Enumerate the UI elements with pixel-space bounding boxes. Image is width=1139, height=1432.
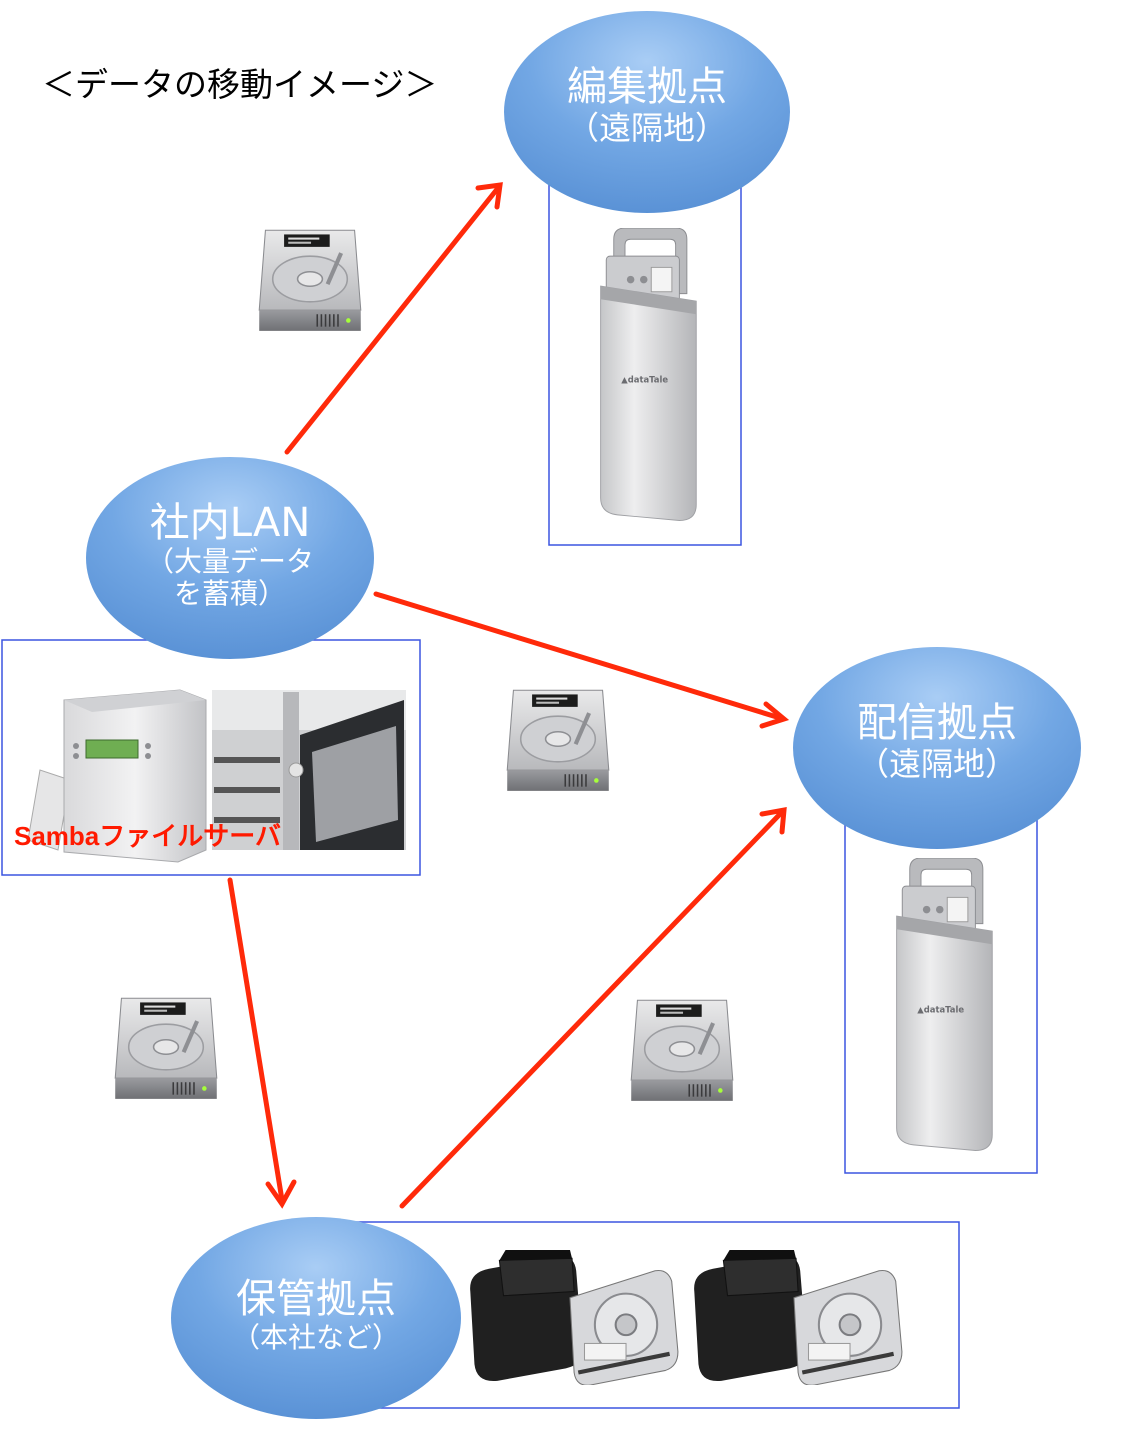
node-edit-main: 編集拠点 (567, 64, 727, 110)
arrow-lan-to-delivery (373, 591, 783, 721)
node-delivery-ellipse (793, 647, 1081, 849)
portable-drive-icon (896, 858, 993, 1151)
node-edit-ellipse (504, 11, 790, 213)
arrow-storage-to-delivery (399, 809, 785, 1209)
arrow-server-to-storage (227, 877, 285, 1203)
node-lan-main: 社内LAN (149, 500, 311, 546)
hard-disk-icon (115, 998, 217, 1099)
node-lan-sub2: を蓄積） (173, 577, 286, 611)
node-storage-main: 保管拠点 (236, 1276, 396, 1322)
portable-drive-icon (600, 228, 697, 521)
node-delivery-main: 配信拠点 (857, 700, 1017, 746)
samba-server-label: Sambaファイルサーバ (14, 821, 282, 851)
server-closeup-photo (212, 690, 406, 850)
node-delivery-label: 配信拠点 （遠隔地） (797, 700, 1077, 783)
hard-disk-icon (631, 1000, 733, 1101)
node-lan-sub1: （大量データ (145, 545, 314, 578)
raid-server-icon (27, 689, 207, 863)
node-storage-sub: （本社など） (231, 1321, 400, 1354)
node-lan-ellipse (86, 457, 374, 659)
node-edit-sub: （遠隔地） (566, 109, 727, 147)
diagram-title: ＜データの移動イメージ＞ (42, 65, 438, 104)
hard-disk-icon (259, 230, 361, 331)
node-lan-label: 社内LAN （大量データ を蓄積） (90, 500, 370, 610)
node-storage-label: 保管拠点 （本社など） (176, 1276, 456, 1354)
node-delivery-sub: （遠隔地） (856, 745, 1017, 783)
hard-disk-icon (507, 690, 609, 791)
arrow-lan-to-edit (284, 185, 501, 455)
node-edit-label: 編集拠点 （遠隔地） (507, 64, 787, 147)
node-storage-ellipse (171, 1217, 461, 1419)
